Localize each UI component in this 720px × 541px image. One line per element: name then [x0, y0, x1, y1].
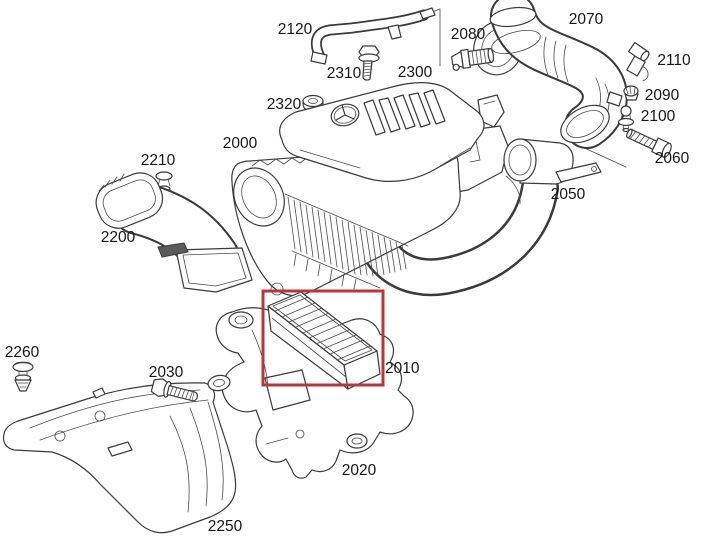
part-2090-grommet	[623, 85, 639, 101]
part-label-2320: 2320	[267, 96, 302, 113]
part-2060-clamp-screw	[626, 128, 672, 158]
part-label-2120: 2120	[278, 21, 313, 38]
part-label-2110: 2110	[657, 52, 691, 69]
part-2310-cover-bolt	[358, 45, 380, 81]
part-label-2300: 2300	[398, 64, 433, 81]
part-2010-air-filter-element	[267, 291, 381, 390]
highlight-box	[261, 289, 385, 387]
part-2120-breather-hose	[310, 7, 436, 65]
part-label-2020: 2020	[342, 462, 377, 479]
part-2250-cowl-panel	[2, 382, 237, 534]
part-2050-air-mass-sensor	[503, 138, 602, 185]
part-label-2060: 2060	[655, 150, 690, 167]
part-label-2050: 2050	[551, 186, 586, 203]
part-2300-engine-cover	[279, 82, 485, 182]
part-label-2260: 2260	[5, 344, 40, 361]
part-2080-sensor-fitting	[451, 47, 495, 71]
part-2200-intake-snorkel-duct	[95, 172, 253, 293]
part-label-2310: 2310	[327, 65, 362, 82]
part-label-2010: 2010	[385, 360, 420, 377]
part-2100-valve-plug	[617, 105, 635, 133]
part-2110-elbow-connector	[626, 41, 650, 82]
part-label-2090: 2090	[645, 87, 680, 104]
part-2070-intake-air-duct	[473, 0, 628, 149]
part-label-2100: 2100	[641, 108, 676, 125]
part-label-2080: 2080	[451, 26, 486, 43]
part-label-2030: 2030	[149, 364, 184, 381]
part-2030-mounting-bolt	[150, 378, 199, 402]
part-label-2200: 2200	[101, 229, 136, 246]
part-label-2070: 2070	[569, 11, 604, 28]
part-2260-expansion-rivet	[12, 361, 34, 392]
part-label-2000: 2000	[223, 135, 258, 152]
part-label-2210: 2210	[141, 152, 176, 169]
housing-outlet-tube	[362, 169, 559, 297]
part-labels: 2120 2310 2300 2320 2080 2070 2110 2090 …	[5, 11, 691, 535]
part-label-2250: 2250	[208, 518, 243, 535]
